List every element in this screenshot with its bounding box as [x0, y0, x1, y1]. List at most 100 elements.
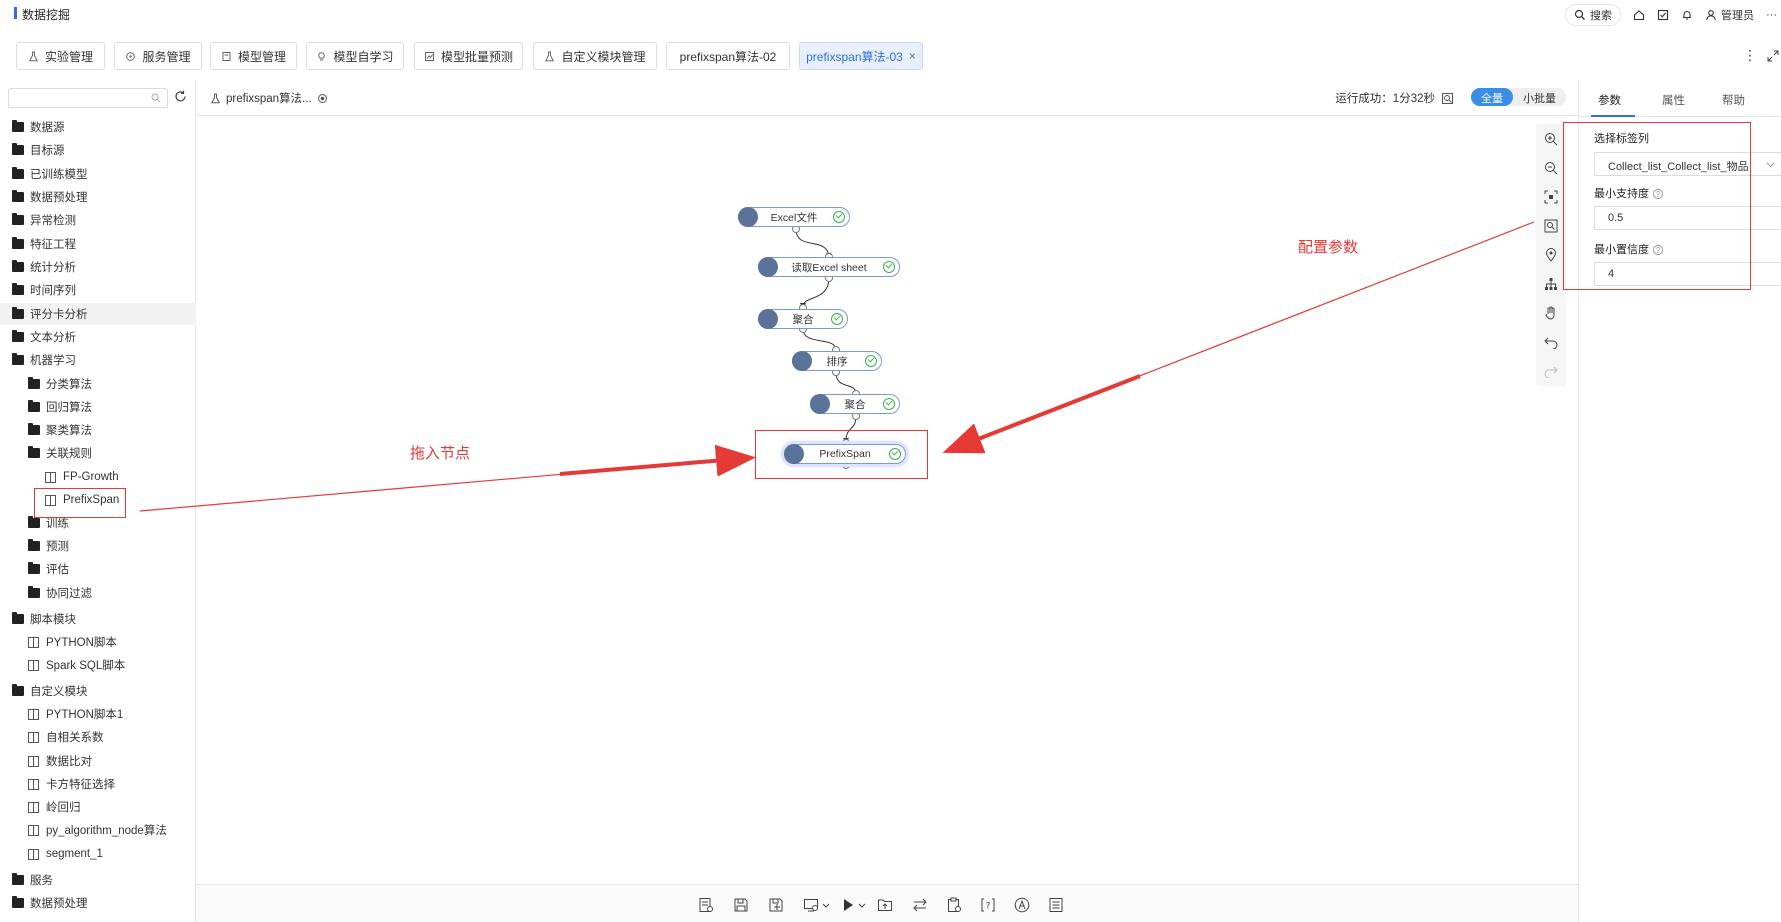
flow-node-aggregate-2[interactable]: 聚合 — [810, 394, 900, 414]
tree-item[interactable]: 数据源 — [0, 116, 196, 138]
tree-item[interactable]: 机器学习 — [0, 349, 196, 371]
refresh-icon[interactable] — [174, 90, 187, 103]
flow-node-excel-file[interactable]: Excel文件 — [738, 207, 850, 227]
locate-icon[interactable] — [1544, 248, 1558, 262]
tree-item[interactable]: 异常检测 — [0, 209, 196, 231]
folder-icon — [12, 260, 24, 272]
tree-item[interactable]: 协同过滤 — [0, 582, 196, 604]
flow-node-sort[interactable]: 排序 — [792, 351, 882, 371]
mode-full-option[interactable]: 全量 — [1471, 88, 1513, 106]
tab-model-batch-predict[interactable]: 模型批量预测 — [414, 42, 523, 70]
save-as-icon[interactable] — [768, 897, 784, 913]
tree-item[interactable]: py_algorithm_node算法 — [0, 819, 196, 841]
flow-edge — [795, 228, 832, 259]
tree-item[interactable]: 数据预处理 — [0, 892, 196, 914]
tree-item[interactable]: 卡方特征选择 — [0, 773, 196, 795]
tree-item[interactable]: 聚类算法 — [0, 419, 196, 441]
log-icon[interactable] — [1441, 92, 1454, 105]
tree-item[interactable]: 评估 — [0, 558, 196, 580]
tree-item[interactable]: 分类算法 — [0, 373, 196, 395]
flow-node-read-excel-sheet[interactable]: 读取Excel sheet — [758, 257, 900, 277]
expand-icon[interactable] — [1767, 50, 1779, 62]
tree-item[interactable]: 关联规则 — [0, 442, 196, 464]
run-icon[interactable] — [840, 897, 856, 913]
tab-prefixspan-02[interactable]: prefixspan算法-02 — [666, 42, 790, 70]
tab-experiment-management[interactable]: 实验管理 — [16, 42, 105, 70]
notes-icon[interactable] — [1048, 897, 1064, 913]
more-button[interactable]: ··· — [1766, 4, 1781, 26]
tree-item[interactable]: PYTHON脚本 — [0, 631, 196, 653]
tab-model-management[interactable]: 模型管理 — [210, 42, 297, 70]
layout-icon[interactable] — [1544, 277, 1558, 291]
tab-custom-module-management[interactable]: 自定义模块管理 — [533, 42, 657, 70]
annotate-icon[interactable] — [1014, 897, 1030, 913]
min-confidence-input[interactable]: 4 — [1594, 262, 1781, 286]
tree-item[interactable]: 回归算法 — [0, 396, 196, 418]
redo-icon[interactable] — [1544, 364, 1558, 378]
tree-item[interactable]: PrefixSpan — [0, 489, 196, 511]
flow-node-prefixspan[interactable]: PrefixSpan — [784, 444, 906, 464]
tree-item[interactable]: 特征工程 — [0, 233, 196, 255]
tree-item[interactable]: 自相关系数 — [0, 726, 196, 748]
undo-icon[interactable] — [1544, 335, 1558, 349]
search-button[interactable]: 搜索 — [1565, 4, 1621, 26]
zoom-out-icon[interactable] — [1544, 161, 1558, 175]
tree-item[interactable]: 岭回归 — [0, 796, 196, 818]
chevron-down-icon[interactable] — [822, 903, 830, 909]
tab-properties[interactable]: 属性 — [1662, 95, 1685, 107]
tree-item[interactable]: FP-Growth — [0, 466, 196, 488]
tree-item[interactable]: 已训练模型 — [0, 163, 196, 185]
tree-item[interactable]: 数据预处理 — [0, 186, 196, 208]
tree-item[interactable]: 统计分析 — [0, 256, 196, 278]
tree-item[interactable]: 预测 — [0, 535, 196, 557]
tab-model-self-learning[interactable]: 模型自学习 — [306, 42, 404, 70]
zoom-in-icon[interactable] — [1544, 132, 1558, 146]
chevron-down-icon — [1766, 162, 1775, 168]
chevron-down-icon[interactable] — [858, 903, 866, 909]
bell-icon[interactable] — [1681, 9, 1693, 21]
min-support-input[interactable]: 0.5 — [1594, 206, 1781, 230]
document-icon[interactable] — [698, 897, 714, 913]
vertical-more-icon[interactable]: ⋮ — [1743, 47, 1757, 63]
label-column-select[interactable]: Collect_list_Collect_list_物品 — [1594, 152, 1781, 176]
swap-icon[interactable] — [912, 897, 928, 913]
clipboard-icon[interactable] — [946, 897, 962, 913]
tree-item[interactable]: 服务 — [0, 869, 196, 891]
tree-item[interactable]: 训练 — [0, 512, 196, 534]
task-icon[interactable] — [1657, 9, 1669, 21]
tree-item[interactable]: 时间序列 — [0, 279, 196, 301]
mode-switch[interactable]: 全量 小批量 — [1471, 88, 1566, 106]
close-icon[interactable]: × — [908, 49, 916, 63]
experiment-name[interactable]: prefixspan算法... — [210, 90, 328, 106]
search-node-icon[interactable] — [1544, 219, 1558, 233]
tree-item[interactable]: 目标源 — [0, 139, 196, 161]
tab-prefixspan-03[interactable]: prefixspan算法-03 × — [799, 42, 923, 70]
deploy-icon[interactable] — [803, 897, 819, 913]
help-icon[interactable]: ? — [1653, 189, 1663, 199]
flow-node-aggregate-1[interactable]: 聚合 — [758, 309, 848, 329]
sidebar-search-input[interactable] — [8, 88, 168, 108]
save-icon[interactable] — [733, 897, 749, 913]
tree-item[interactable]: PYTHON脚本1 — [0, 703, 196, 725]
tree-item[interactable]: Spark SQL脚本 — [0, 654, 196, 676]
home-icon[interactable] — [1633, 9, 1645, 21]
tree-item[interactable]: 数据比对 — [0, 750, 196, 772]
user-menu[interactable]: 管理员 — [1705, 4, 1754, 26]
flow-canvas[interactable]: Excel文件 读取Excel sheet 聚合 排序 聚合 PrefixSpa… — [196, 116, 1578, 884]
hand-icon[interactable] — [1544, 306, 1558, 320]
folder-icon — [12, 353, 24, 365]
model-icon — [222, 51, 231, 61]
tab-help[interactable]: 帮助 — [1722, 95, 1745, 107]
tree-item[interactable]: 脚本模块 — [0, 608, 196, 630]
export-folder-icon[interactable] — [877, 897, 893, 913]
tree-item[interactable]: segment_1 — [0, 843, 196, 865]
mode-small-batch-option[interactable]: 小批量 — [1523, 93, 1556, 105]
tree-item[interactable]: 文本分析 — [0, 326, 196, 348]
tree-item[interactable]: 自定义模块 — [0, 680, 196, 702]
tree-item[interactable]: 评分卡分析 — [0, 303, 196, 325]
help-bracket-icon[interactable]: ? — [980, 897, 996, 913]
tab-service-management[interactable]: 服务管理 — [114, 42, 202, 70]
tab-params[interactable]: 参数 — [1598, 95, 1621, 107]
help-icon[interactable]: ? — [1653, 245, 1663, 255]
fit-view-icon[interactable] — [1544, 190, 1558, 204]
